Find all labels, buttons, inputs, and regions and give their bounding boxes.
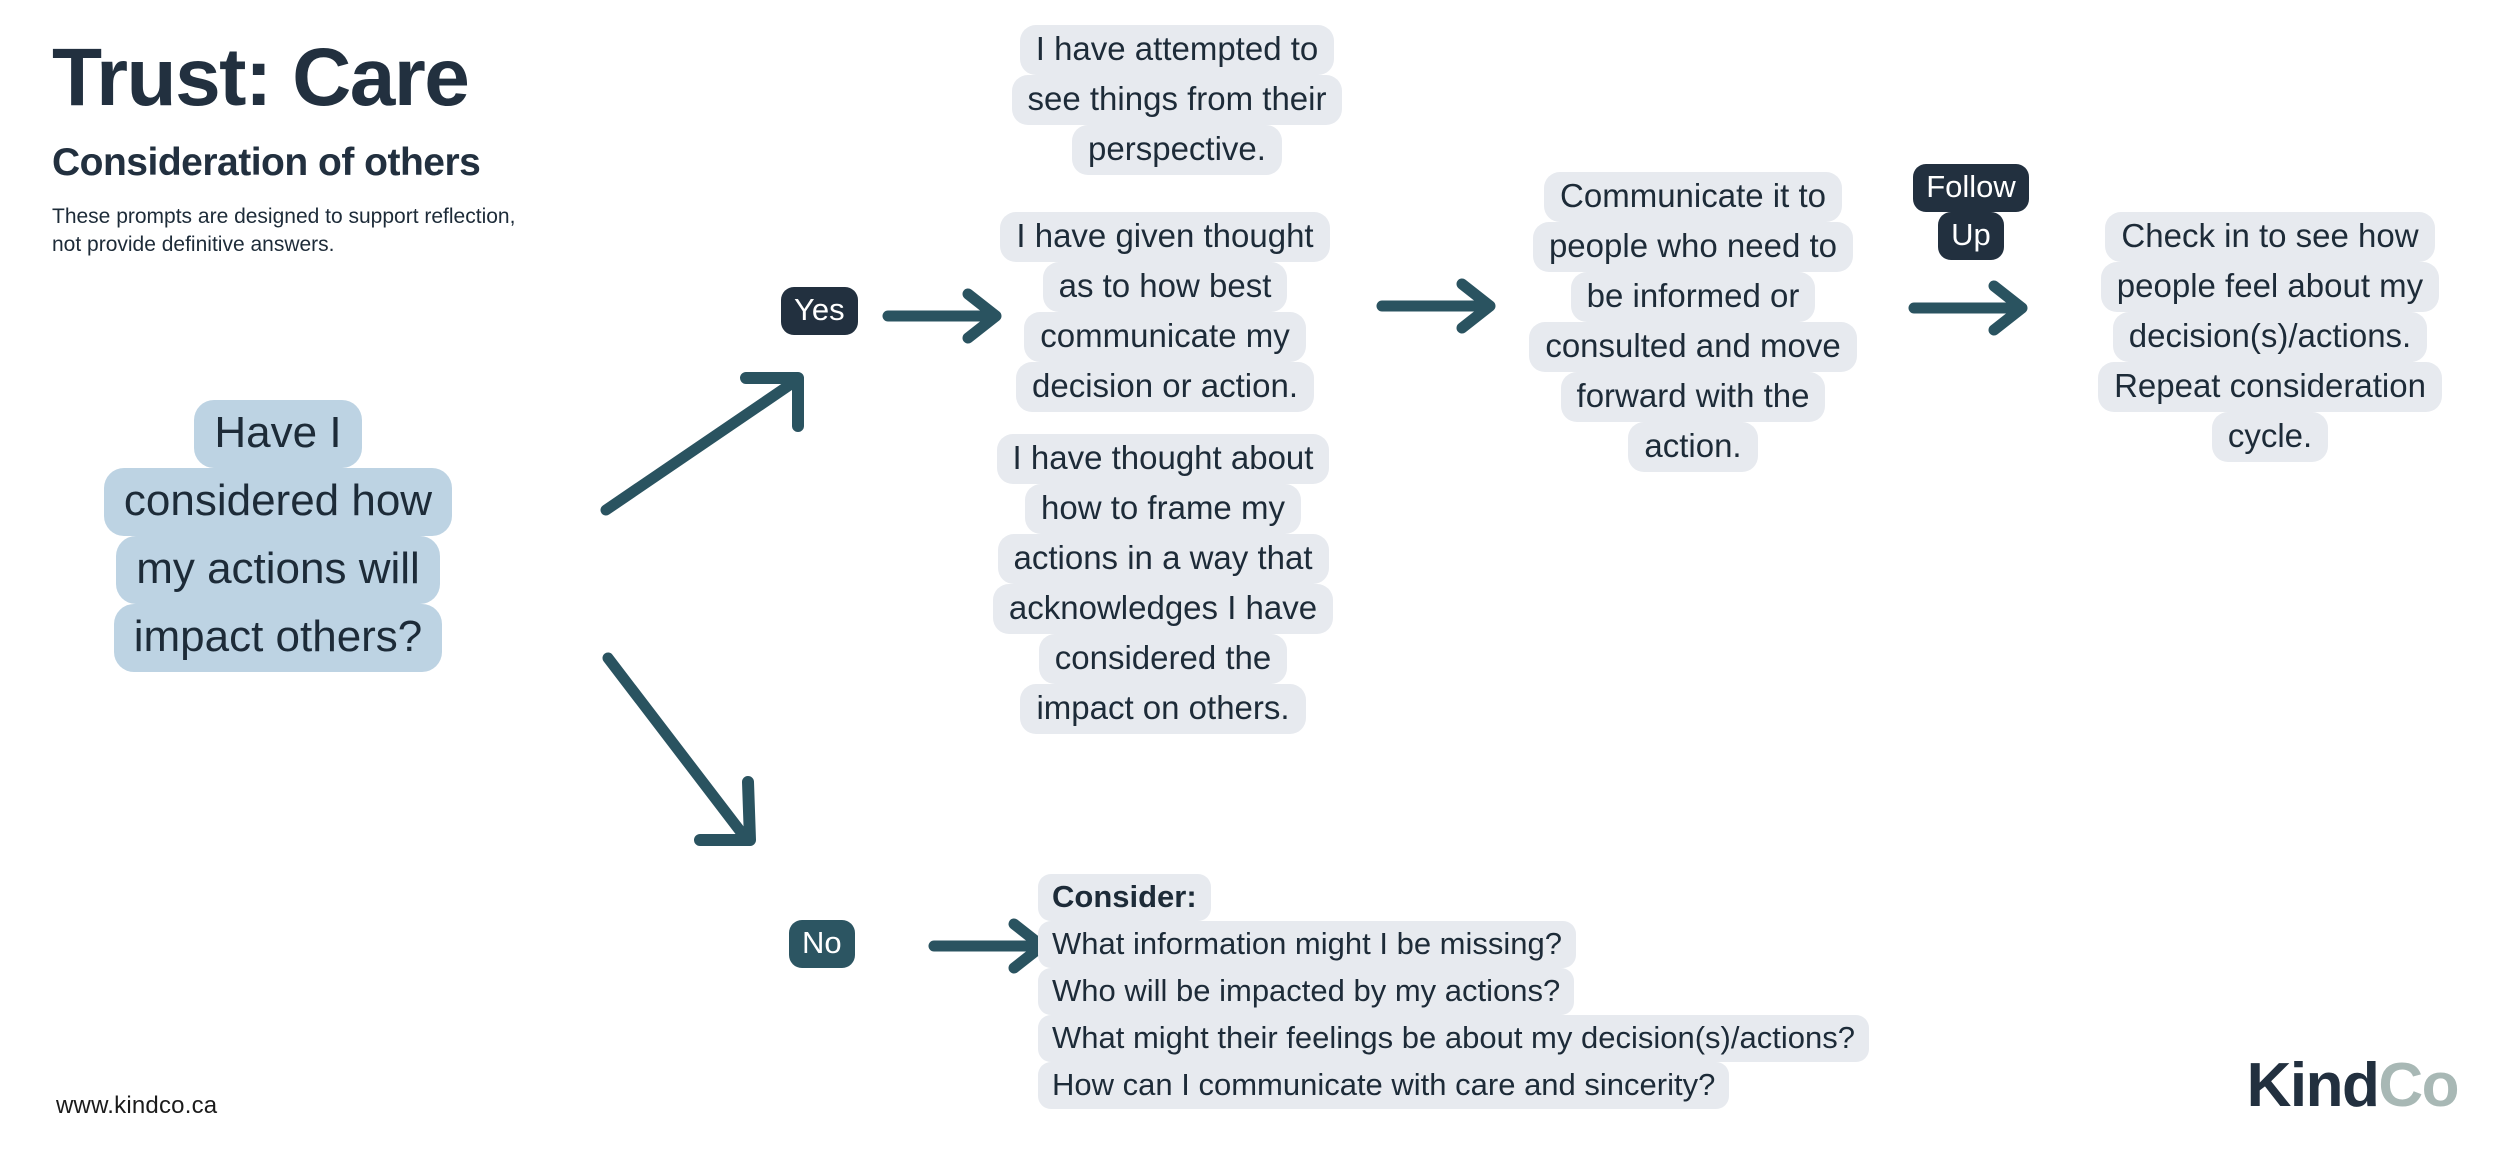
arrow-prompts-to-action [1376,278,1496,334]
arrow-to-no-branch [602,652,756,846]
action-step-line: action. [1628,422,1758,472]
follow-up-badge-line: Up [1938,212,2004,260]
root-question-box: Have I considered how my actions will im… [38,400,518,672]
follow-up-badge[interactable]: Follow Up [1898,164,2044,260]
followup-line: decision(s)/actions. [2112,312,2428,362]
description-line-2: not provide definitive answers. [52,232,335,256]
prompt-line: perspective. [1072,125,1282,175]
prompt-line: actions in a way that [997,534,1329,584]
page-title: Trust: Care [52,32,470,123]
follow-up-badge-line: Follow [1913,164,2029,212]
prompt-box-frame-actions: I have thought about how to frame my act… [968,434,1358,734]
logo-text-kind: Kind [2246,1051,2380,1120]
prompt-box-perspective: I have attempted to see things from thei… [982,25,1372,175]
prompt-line: considered the [1038,634,1288,684]
branch-label-yes[interactable]: Yes [781,287,881,335]
action-step-line: Communicate it to [1544,172,1842,222]
followup-line: Check in to see how [2105,212,2435,262]
arrow-to-yes-branch [600,372,804,516]
action-step-line: consulted and move [1529,322,1857,372]
consider-list-box: Consider: What information might I be mi… [1038,874,2158,1109]
header: Trust: Care Consideration of others Thes… [52,36,952,259]
logo-text-co: Co [2378,1051,2459,1120]
consider-item: How can I communicate with care and sinc… [1038,1062,1730,1109]
prompt-line: how to frame my [1025,484,1301,534]
root-question-line: my actions will [116,536,440,604]
consider-item: What information might I be missing? [1038,921,1576,968]
page-subtitle: Consideration of others [52,140,481,184]
branch-label-no[interactable]: No [789,920,889,968]
prompt-line: I have given thought [1000,212,1330,262]
prompt-line: decision or action. [1016,362,1314,412]
action-step-line: be informed or [1570,272,1816,322]
branch-label-yes-text: Yes [781,287,858,335]
prompt-box-communicate: I have given thought as to how best comm… [970,212,1360,412]
prompt-line: I have attempted to [1019,25,1335,75]
description-line-1: These prompts are designed to support re… [52,204,516,228]
root-question-line: impact others? [113,604,443,672]
kindco-logo: KindCo [2247,1055,2460,1117]
action-step-box: Communicate it to people who need to be … [1502,172,1884,472]
prompt-line: I have thought about [996,434,1330,484]
website-url[interactable]: www.kindco.ca [56,1092,218,1119]
root-question-line: considered how [103,468,453,536]
consider-item: What might their feelings be about my de… [1038,1015,1869,1062]
prompt-line: acknowledges I have [992,584,1334,634]
prompt-line: impact on others. [1020,684,1306,734]
followup-line: Repeat consideration [2098,362,2442,412]
arrow-yes-to-prompts [882,288,1002,344]
followup-checkin-box: Check in to see how people feel about my… [2078,212,2462,462]
prompt-line: communicate my [1024,312,1306,362]
action-step-line: forward with the [1560,372,1826,422]
followup-line: cycle. [2211,412,2329,462]
root-question-line: Have I [194,400,362,468]
arrow-to-followup [1908,280,2028,336]
action-step-line: people who need to [1532,222,1854,272]
consider-item: Who will be impacted by my actions? [1038,968,1575,1015]
page-description: These prompts are designed to support re… [52,203,712,260]
prompt-line: see things from their [1011,75,1343,125]
consider-heading: Consider: [1038,874,1211,921]
prompt-line: as to how best [1042,262,1288,312]
branch-label-no-text: No [789,920,855,968]
followup-line: people feel about my [2100,262,2440,312]
